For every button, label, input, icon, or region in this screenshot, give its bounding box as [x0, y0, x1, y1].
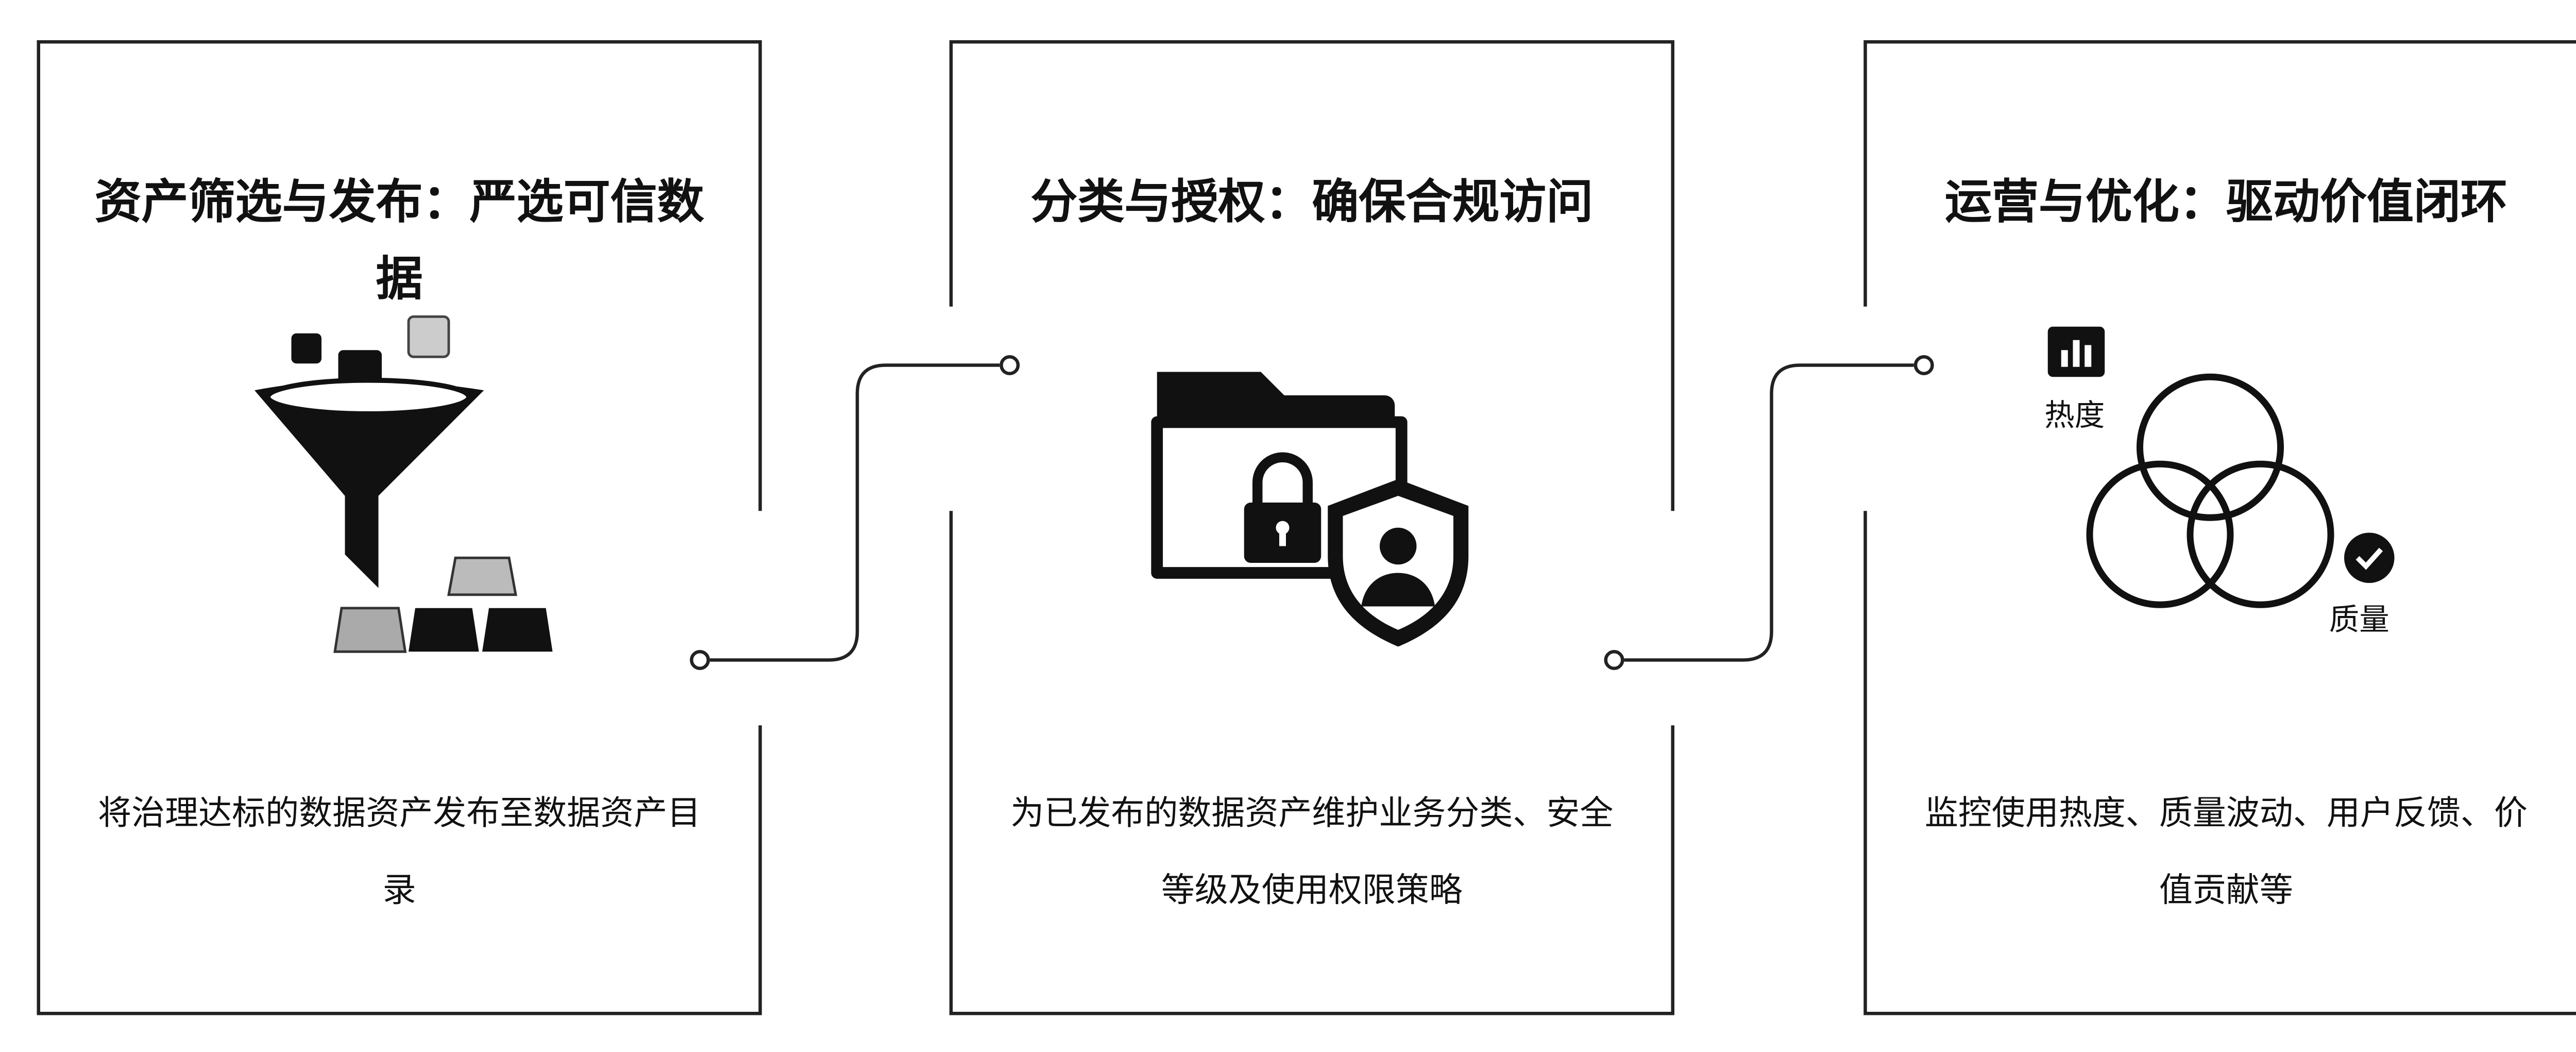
panel-title: 分类与授权：确保合规访问	[1030, 174, 1594, 230]
connector-2-3	[1604, 306, 1934, 726]
heat-label: 热度	[2044, 398, 2105, 434]
panel-title: 资产筛选与发布：严选可信数据	[94, 174, 704, 307]
panel-description: 监控使用热度、质量波动、用户反馈、价值贡献等	[1924, 792, 2528, 910]
panel-description: 为已发布的数据资产维护业务分类、安全等级及使用权限策略	[1010, 792, 1614, 910]
panel-operation-optimization: 运营与优化：驱动价值闭环 热度 质量 监控使用热度、质量波动、用户反馈、价值贡献…	[1863, 40, 2576, 1015]
panel-title: 运营与优化：驱动价值闭环	[1944, 174, 2507, 230]
quality-label: 质量	[2329, 603, 2389, 639]
venn-diagram-icon	[2047, 326, 2395, 608]
folder-lock-shield-icon	[1151, 372, 1469, 647]
panel-description: 将治理达标的数据资产发布至数据资产目录	[98, 792, 701, 910]
connector-1-2	[690, 306, 1020, 726]
funnel-icon	[255, 315, 553, 653]
panel-asset-selection: 资产筛选与发布：严选可信数据 将治理达标的数据资产发布至数据资产目录	[37, 40, 762, 1015]
